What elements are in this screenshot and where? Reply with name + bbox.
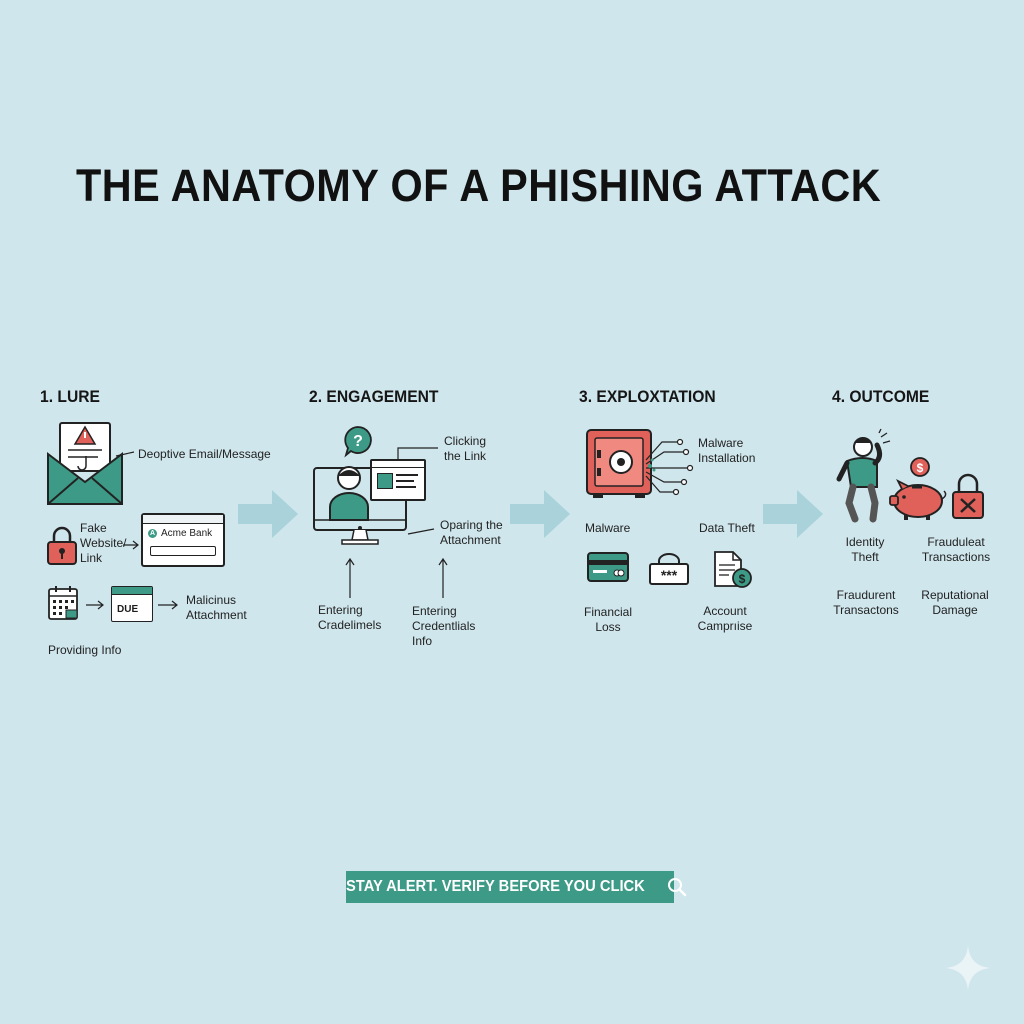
- label-entering-credentials-1: Entering Cradelimels: [318, 603, 382, 632]
- due-calendar-icon: DUE: [111, 586, 153, 622]
- step-title-exploitation: 3. EXPLOXTATION: [579, 387, 716, 406]
- svg-text:***: ***: [661, 567, 678, 583]
- label-account-compromise: Account Camprıise: [697, 604, 753, 633]
- circuit-lines-icon: [645, 438, 694, 496]
- label-acme-bank: Acme Bank: [161, 528, 213, 539]
- label-clicking-link: Clicking the Link: [444, 434, 487, 463]
- safe-icon: [586, 429, 652, 498]
- label-malware-installation: Malware Installation: [698, 436, 756, 465]
- svg-text:$: $: [739, 572, 746, 586]
- label-data-theft: Data Theft: [699, 521, 755, 535]
- svg-text:$: $: [917, 461, 924, 475]
- magnifier-icon: [668, 878, 687, 897]
- label-identity-theft: Identity Theft: [845, 535, 885, 564]
- flow-arrow-1: [238, 490, 298, 538]
- arrow-right-small-icon: [123, 540, 139, 550]
- stressed-person-icon: [836, 428, 891, 523]
- credit-card-icon: [587, 552, 629, 582]
- calendar-icon: [48, 586, 78, 620]
- step-title-outcome: 4. OUTCOME: [832, 387, 930, 406]
- padlock-icon: [47, 526, 77, 565]
- step-title-lure: 1. LURE: [40, 387, 100, 406]
- profile-card-icon: [370, 459, 426, 501]
- piggy-bank-icon: $: [889, 457, 947, 520]
- label-fake-website: Fake Website/ Link: [80, 521, 127, 565]
- label-fraudulent-transactions-1: Frauduleat Transactions: [921, 535, 991, 564]
- invoice-icon: $: [714, 551, 752, 588]
- password-field-icon: ***: [649, 553, 689, 585]
- arrow-right-small-icon: [86, 600, 104, 610]
- pointer-line-icon: [397, 447, 438, 460]
- banner-text: STAY ALERT. VERIFY BEFORE YOU CLICK: [345, 878, 645, 895]
- label-reputational-damage: Reputational Damage: [921, 588, 989, 617]
- arrow-up-icon: [345, 557, 355, 598]
- label-deceptive-email: Deoptive Email/Message: [138, 447, 271, 461]
- label-entering-credentials-2: Entering Credentlials Info: [412, 604, 476, 648]
- flow-arrow-2: [510, 490, 570, 538]
- label-malware: Malware: [585, 521, 631, 535]
- svg-text:?: ?: [353, 433, 363, 450]
- label-opening-attachment: Oparing the Attachment: [440, 518, 503, 547]
- label-financial-loss: Financial Loss: [583, 605, 633, 634]
- bank-logo-icon: A: [148, 529, 157, 538]
- question-bubble-icon: ?: [344, 426, 372, 458]
- step-title-engagement: 2. ENGAGEMENT: [309, 387, 439, 406]
- flow-arrow-3: [763, 490, 823, 538]
- pointer-line-icon: [115, 451, 135, 457]
- browser-window-icon: A Acme Bank: [141, 513, 225, 567]
- call-to-action-banner: STAY ALERT. VERIFY BEFORE YOU CLICK: [345, 871, 687, 903]
- label-due: DUE: [117, 604, 139, 615]
- pointer-line-icon: [407, 528, 435, 535]
- envelope-warning-icon: [47, 422, 123, 505]
- page-title: THE ANATOMY OF A PHISHING ATTACK: [76, 160, 882, 211]
- label-providing-info: Providing Info: [48, 643, 122, 657]
- label-fraudulent-transactions-2: Fraudurent Transactons: [833, 588, 899, 617]
- arrow-up-icon: [438, 557, 448, 598]
- arrow-right-small-icon: [158, 600, 178, 610]
- locked-padlock-icon: [952, 473, 984, 519]
- sparkle-icon: [946, 946, 990, 990]
- label-malicious-attachment: Malicinus Attachment: [186, 593, 247, 622]
